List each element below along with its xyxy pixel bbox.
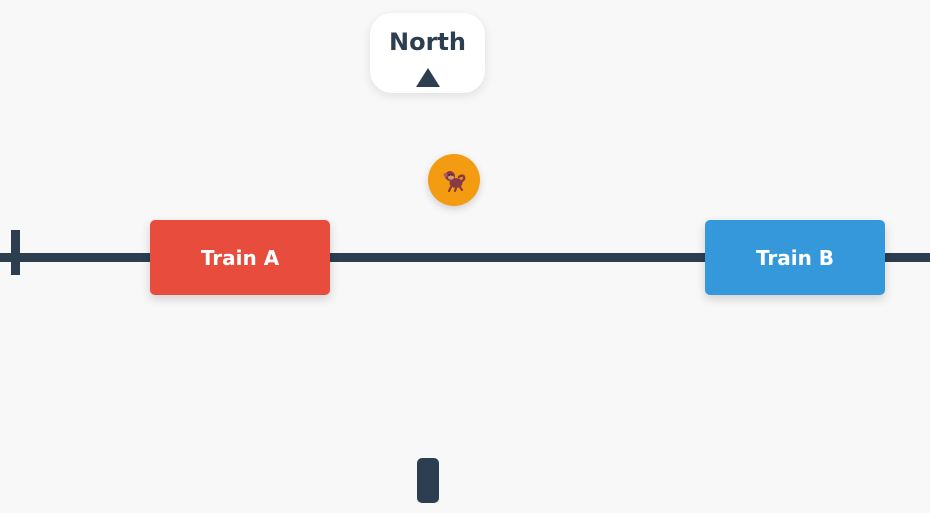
monkey-badge — [428, 154, 480, 206]
track-end-marker — [11, 230, 20, 275]
north-direction-card: North — [370, 13, 485, 93]
train-b-label: Train B — [755, 245, 835, 270]
bottom-marker — [417, 458, 439, 503]
triangle-up-icon — [416, 68, 440, 87]
monkey-icon — [443, 171, 466, 193]
north-label: North — [389, 28, 466, 56]
train-a-block: Train A — [150, 220, 330, 295]
railway-track — [0, 253, 930, 262]
train-a-label: Train A — [200, 245, 280, 270]
train-b-block: Train B — [705, 220, 885, 295]
